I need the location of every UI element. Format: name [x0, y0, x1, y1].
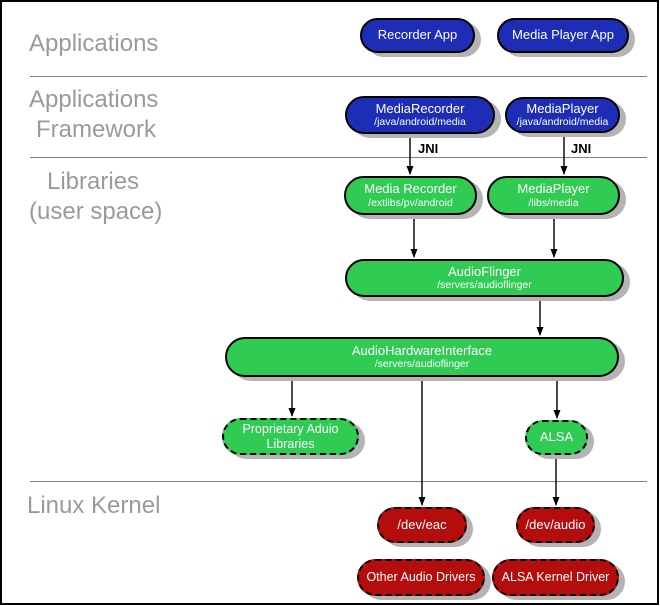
node-subtitle: /servers/audioflinger [374, 358, 470, 371]
node-subtitle: /libs/media [528, 196, 579, 209]
section-label-linux-kernel: Linux Kernel [27, 492, 161, 519]
node-title: MediaRecorder [375, 100, 465, 116]
section-label-libraries-line1: Libraries [47, 168, 140, 195]
node-title: /dev/audio [525, 516, 586, 532]
node-subtitle: /servers/audioflinger [437, 279, 532, 292]
node-title: AudioFlinger [448, 263, 521, 279]
node-title: ALSA [539, 429, 574, 445]
jni-label-right: JNI [571, 141, 592, 156]
node-dev-eac: /dev/eac [377, 507, 467, 543]
node-other-audio-drivers: Other Audio Drivers [357, 559, 485, 596]
node-audioflinger: AudioFlinger /servers/audioflinger [345, 259, 624, 297]
node-recorder-app: Recorder App [360, 18, 475, 53]
node-title: Media Player App [512, 27, 614, 43]
node-title: Recorder App [377, 27, 458, 43]
node-alsa-kernel-driver: ALSA Kernel Driver [492, 559, 619, 596]
node-mediaplayer-framework: MediaPlayer /java/android/media [505, 97, 620, 133]
node-mediaplayer-lib: MediaPlayer /libs/media [487, 176, 620, 215]
node-mediarecorder-framework: MediaRecorder /java/android/media [345, 96, 495, 134]
node-proprietary-audio-libraries: Proprietary Aduio Libraries [222, 418, 359, 455]
separator-libraries-kernel [30, 481, 647, 482]
node-title: /dev/eac [397, 516, 447, 532]
node-title: ALSA Kernel Driver [501, 570, 610, 585]
separator-applications-framework [30, 76, 647, 77]
node-title: AudioHardwareInterface [351, 342, 493, 358]
node-subtitle: /java/android/media [374, 116, 466, 129]
node-dev-audio: /dev/audio [516, 507, 595, 543]
section-label-framework-line1: Applications [29, 86, 159, 113]
node-title: MediaPlayer [526, 100, 599, 116]
separator-framework-libraries [30, 157, 647, 158]
node-subtitle: /extlibs/pv/android [368, 196, 453, 209]
node-audiohardwareinterface: AudioHardwareInterface /servers/audiofli… [225, 337, 619, 377]
node-subtitle: /java/android/media [516, 116, 609, 129]
node-title: Media Recorder [364, 181, 457, 196]
section-label-framework-line2: Framework [36, 116, 157, 143]
jni-label-left: JNI [418, 141, 439, 156]
node-title: Proprietary Aduio Libraries [242, 422, 339, 451]
node-media-player-app: Media Player App [497, 18, 629, 53]
section-label-libraries-line2: (user space) [29, 198, 163, 225]
section-label-applications: Applications [29, 30, 159, 57]
node-media-recorder-lib: Media Recorder /extlibs/pv/android [344, 176, 477, 215]
node-title: MediaPlayer [517, 181, 590, 196]
node-alsa: ALSA [525, 420, 588, 455]
node-title: Other Audio Drivers [366, 570, 476, 585]
